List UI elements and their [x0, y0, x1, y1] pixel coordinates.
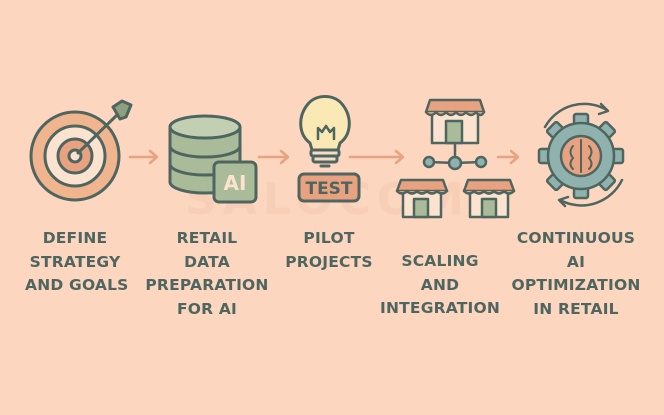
arrow-1-to-2 [128, 149, 159, 165]
gear-brain-icon [537, 102, 625, 208]
target-icon [29, 99, 133, 202]
label-line: DATA [184, 252, 230, 271]
label-line: CONTINUOUS [516, 229, 636, 247]
label-line: SCALING [401, 252, 479, 270]
step-label-scaling-integration: SCALING AND INTEGRATION [380, 250, 500, 321]
label-line: IN RETAIL [533, 299, 619, 318]
label-line: DEFINE [42, 229, 108, 247]
test-badge-text: TEST [305, 179, 352, 199]
step-label-define-strategy: DEFINE STRATEGY AND GOALS [25, 227, 129, 298]
arrow-4-to-5 [496, 149, 520, 165]
label-line: AND GOALS [25, 276, 129, 294]
label-line: OPTIMIZATION [511, 276, 641, 294]
label-line: PROJECTS [285, 252, 373, 271]
ai-badge-text: AI [224, 171, 247, 195]
store-right [462, 178, 516, 219]
label-line: AND [420, 275, 460, 294]
label-line: RETAIL [176, 229, 238, 247]
arrow-2-to-3 [257, 149, 290, 165]
step-label-continuous-optimization: CONTINUOUS AI OPTIMIZATION IN RETAIL [509, 227, 643, 321]
step-label-pilot-projects: PILOT PROJECTS [279, 227, 379, 274]
label-line: AI [566, 252, 586, 271]
store-left [395, 178, 449, 219]
arrow-3-to-4 [348, 149, 405, 165]
label-line: INTEGRATION [380, 299, 501, 317]
label-line: PILOT [303, 229, 355, 247]
label-line: STRATEGY [29, 252, 121, 271]
database-ai-icon [168, 114, 258, 204]
label-line: FOR AI [176, 299, 238, 318]
label-line: PREPARATION [145, 276, 269, 294]
lightbulb-icon [297, 95, 361, 203]
step-label-data-preparation: RETAIL DATA PREPARATION FOR AI [142, 227, 272, 321]
store-network-icon [395, 98, 516, 219]
store-top [424, 98, 486, 145]
